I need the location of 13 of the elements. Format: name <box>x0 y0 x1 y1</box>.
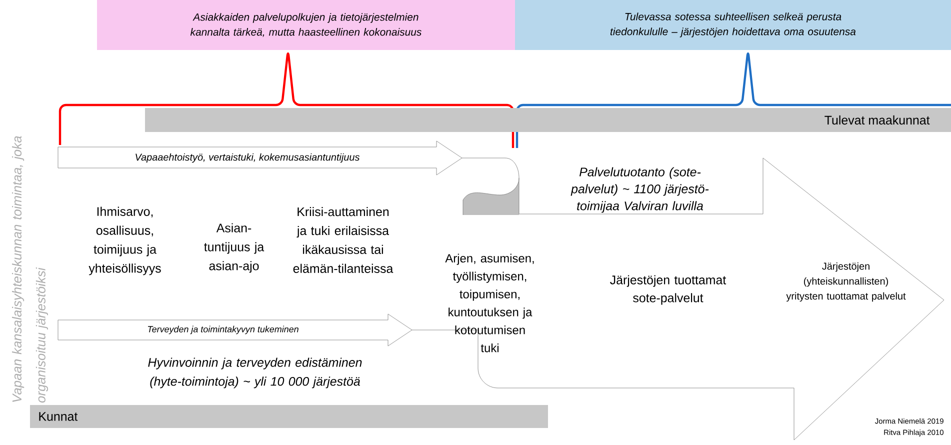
heading-box: Asiakkaiden palvelupolkujen ja tietojärjestelmien kannalta tärkeä, mutta haasteellinen kokonaisuus <box>97 0 515 50</box>
region-bar: Kunnat <box>30 405 548 428</box>
side-note: Vapaan kansalaisyhteiskunnan toimintaa, joka organisoituu järjestöiksi <box>12 136 48 403</box>
topic-text: Kriisi-auttaminen ja tuki erilaisissa ikäkausissa tai elämän-tilanteissa <box>293 207 394 273</box>
node-label: Palvelutuotanto (sote-palvelut) ~ 1100 järjestö-toimijaa Valviran luvilla <box>570 167 709 213</box>
heading-box: Tulevassa sotessa suhteellisen selkeä perusta tiedonkululle – järjestöjen hoidettava oma osuutensa <box>515 0 951 50</box>
caption-text: Hyvinvoinnin ja terveyden edistäminen (hyte-toimintoja) ~ yli 10 000 järjestöä <box>148 358 362 388</box>
node-label: Järjestöjen tuottamat sote-palvelut <box>610 275 726 305</box>
topic-text: Asian-tuntijuus ja asian-ajo <box>204 223 264 273</box>
region-bar: Tulevat maakunnat <box>145 108 951 132</box>
node-label: Järjestöjen (yhteiskunnallisten) yritysten tuottamat palvelut <box>786 262 906 302</box>
topic-text: Ihmisarvo, osallisuus, toimijuus ja yhteisöllisyys <box>88 206 161 276</box>
node-label: Arjen, asumisen, työllistymisen, toipumisen, kuntoutuksen ja kotoutumisen tuki <box>445 254 534 352</box>
